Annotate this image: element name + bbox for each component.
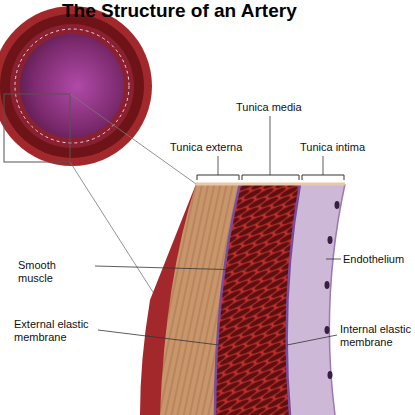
part-label: External elastic membrane [14,318,96,344]
elastic-ring [15,29,129,143]
internal-elastic-line [287,184,300,415]
layer-label: Tunica media [236,101,326,114]
endothelial-nuclei [325,201,340,379]
part-label: Internal elastic membrane [340,323,412,349]
media-ring [0,14,144,158]
layer-bracket [197,175,344,180]
tunica-media-layer [215,184,300,415]
zoom-box [4,94,70,162]
endothelium-edge [329,184,345,415]
outer-wall [0,6,152,166]
layer-label: Tunica externa [170,141,265,154]
lumen [20,34,124,138]
layer-label: Tunica intima [300,141,390,154]
zoom-line [70,94,196,184]
intima-ring [10,24,134,148]
tunica-intima-layer [287,184,345,415]
title: The Structure of an Artery [62,0,297,22]
zoom-line [70,162,158,300]
cut-edge [196,183,345,186]
external-elastic-line [215,184,240,415]
part-label: Endothelium [343,253,413,266]
part-label: Smooth muscle [18,259,93,285]
